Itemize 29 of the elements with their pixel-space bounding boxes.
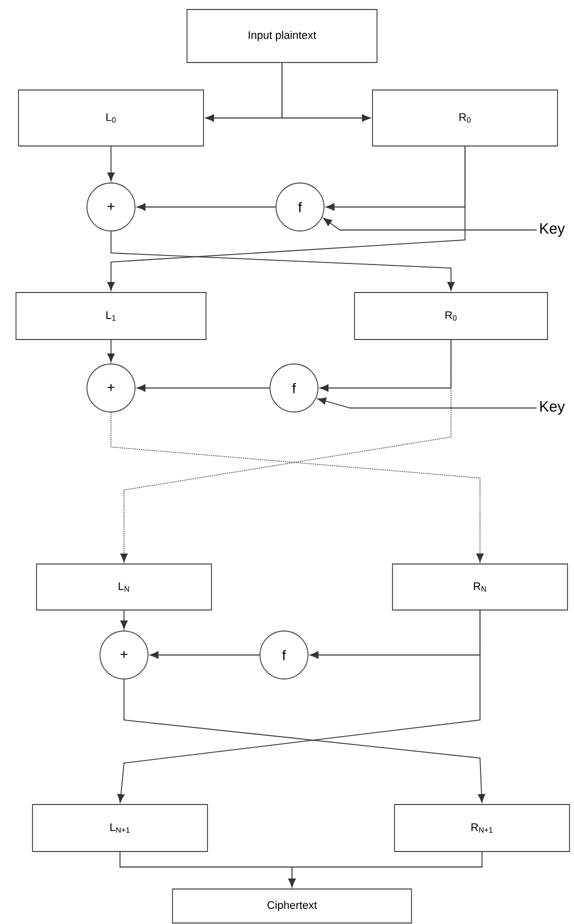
arrow	[120, 340, 452, 562]
arrow	[320, 340, 452, 392]
block-box: R$_{N+1}$	[394, 804, 570, 852]
block-box: R$_{N}$	[392, 564, 568, 610]
arrow	[110, 231, 455, 291]
block-box: L$_{N}$	[36, 564, 212, 610]
arrow	[107, 146, 115, 182]
arrow	[124, 679, 486, 803]
arrow	[136, 203, 276, 211]
arrow	[107, 146, 466, 291]
key-label: Key	[540, 223, 565, 237]
arrow	[150, 651, 260, 659]
block-box: L$_{N+1}$	[32, 804, 208, 852]
block-box: Ciphertext	[172, 888, 412, 924]
arrow	[317, 397, 538, 408]
arrow	[282, 62, 371, 122]
block-box: R$_{0}$	[354, 292, 548, 340]
arrow	[288, 852, 482, 888]
arrow	[120, 610, 128, 630]
arrow	[107, 340, 115, 362]
block-box: L$_{1}$	[16, 292, 206, 340]
block-box: Input plaintext	[186, 9, 378, 63]
key-label: Key	[540, 401, 565, 415]
arrow	[110, 412, 484, 562]
block-box: L$_{0}$	[18, 90, 204, 146]
arrow	[136, 384, 270, 392]
arrow	[323, 218, 538, 230]
block-box: R$_{0}$	[372, 90, 558, 146]
arrow	[117, 610, 480, 803]
